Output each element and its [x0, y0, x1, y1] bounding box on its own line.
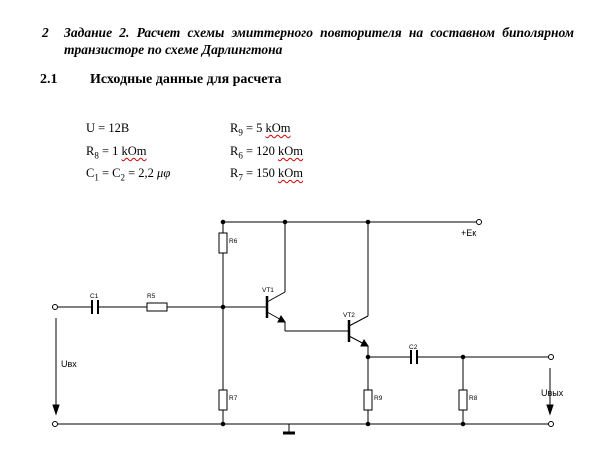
vt1-label: VT1 [262, 287, 274, 294]
output-ground-terminal [548, 421, 554, 427]
node-vt2-collector [365, 219, 371, 225]
supply-terminal [476, 219, 482, 225]
vt1-collector [266, 291, 286, 303]
r8-label: R8 [469, 395, 478, 402]
param-u: U = 12В [86, 121, 129, 136]
param-r8-unit: kOm [121, 144, 147, 158]
input-terminal [52, 304, 58, 310]
r9-label: R9 [374, 395, 383, 402]
param-r9-unit: kOm [265, 121, 291, 135]
c1-label: C1 [90, 293, 99, 300]
vt2-label: VT2 [343, 312, 355, 319]
ek-label: +Ек [461, 228, 476, 238]
vt2-collector [348, 315, 369, 327]
heading-number: 2 [42, 25, 49, 40]
r6-resistor [218, 232, 228, 254]
param-r6-value: = 120 [242, 144, 279, 158]
r6-label: R6 [229, 238, 238, 245]
param-r6: R6 = 120 kOm [230, 144, 303, 161]
uin-label: Uвх [61, 359, 77, 369]
node-ground-r8 [460, 421, 466, 427]
param-r8-letter: R [86, 144, 95, 158]
c2-label: C2 [409, 344, 418, 351]
uout-arrow-head [546, 404, 554, 416]
param-c: C1 = C2 = 2,2 μφ [86, 166, 170, 183]
r8-resistor [458, 389, 468, 411]
param-c2-sub: 2 [120, 172, 125, 183]
node-rail-r6 [220, 219, 226, 225]
vt2-emitter-arrow [360, 339, 369, 347]
param-c1-sub: 1 [94, 172, 99, 183]
r7-label: R7 [229, 395, 238, 402]
param-c-unit: μφ [157, 166, 171, 180]
uin-arrow-head [52, 404, 60, 416]
param-c-letter: C [86, 166, 95, 180]
heading-text: Задание 2. Расчет схемы эмиттерного повт… [64, 25, 574, 57]
section-number: 2.1 [40, 72, 58, 87]
r5-resistor [146, 302, 168, 312]
param-r8: R8 = 1 kOm [86, 144, 147, 161]
param-r6-letter: R [230, 144, 239, 158]
param-r7-value: = 150 [242, 166, 279, 180]
param-r9-letter: R [230, 121, 239, 135]
node-vt1-collector [282, 219, 288, 225]
param-r9-value: = 5 [242, 121, 266, 135]
param-r9: R9 = 5 kOm [230, 121, 291, 138]
output-terminal [548, 354, 554, 360]
param-r6-sub: 6 [238, 150, 243, 161]
section-heading: 2.1 Исходные данные для расчета [40, 72, 282, 88]
r9-resistor [363, 389, 373, 411]
r5-label: R5 [147, 293, 156, 300]
param-r7: R7 = 150 kOm [230, 166, 303, 183]
r7-resistor [218, 389, 228, 411]
node-ground-r7 [220, 421, 226, 427]
param-r6-unit: kOm [278, 144, 304, 158]
param-r7-letter: R [230, 166, 239, 180]
section-title: Исходные данные для расчета [90, 72, 282, 87]
param-u-text: U = 12В [86, 121, 130, 135]
param-r8-value: = 1 [98, 144, 122, 158]
node-ground-r9 [365, 421, 371, 427]
vt1-emitter-arrow [277, 315, 286, 323]
param-r7-unit: kOm [278, 166, 304, 180]
input-ground-terminal [52, 421, 58, 427]
param-r9-sub: 9 [238, 127, 243, 138]
uout-label: Uвых [541, 388, 564, 398]
param-c-mid: = C [98, 166, 121, 180]
param-c-value: = 2,2 [124, 166, 158, 180]
param-r8-sub: 8 [94, 150, 99, 161]
task-heading: 2 Задание 2. Расчет схемы эмиттерного по… [42, 24, 574, 58]
param-r7-sub: 7 [238, 172, 243, 183]
